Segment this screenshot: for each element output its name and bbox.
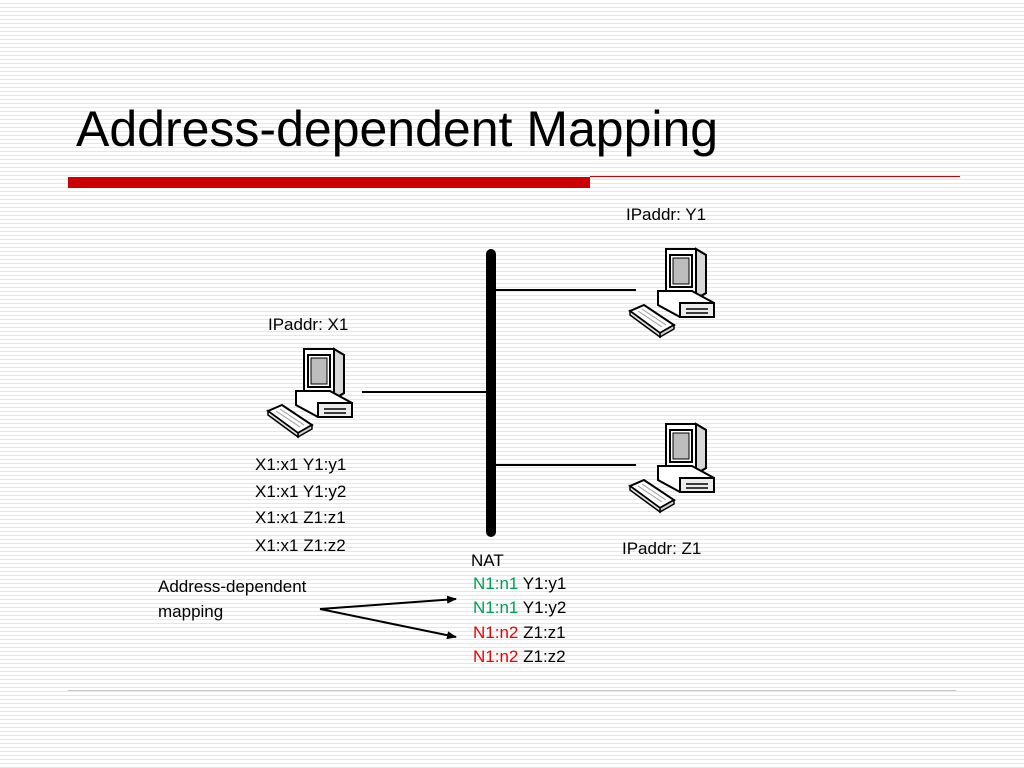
session-entry: X1:x1 Z1:z1 bbox=[255, 508, 346, 527]
nat-internal: N1:n2 bbox=[473, 647, 519, 666]
nat-mapping-row: N1:n1 Y1:y1 bbox=[473, 575, 566, 592]
slide-title: Address-dependent Mapping bbox=[76, 101, 719, 157]
nat-mapping-row: N1:n2 Z1:z1 bbox=[473, 624, 566, 641]
host-label-y1: IPaddr: Y1 bbox=[626, 205, 707, 224]
nat-external: Y1:y2 bbox=[522, 598, 567, 617]
host-label-x1: IPaddr: X1 bbox=[268, 315, 349, 334]
session-entry: X1:x1 Y1:y2 bbox=[255, 482, 347, 501]
nat-mapping-row: N1:n2 Z1:z2 bbox=[473, 648, 566, 665]
computer-y1-icon bbox=[629, 248, 715, 338]
computer-x1-icon bbox=[267, 348, 353, 438]
nat-external: Z1:z2 bbox=[523, 647, 566, 666]
computer-z1-icon bbox=[629, 423, 715, 513]
callout-line-2: mapping bbox=[158, 602, 224, 621]
footer-divider bbox=[68, 690, 956, 691]
nat-internal: N1:n1 bbox=[473, 574, 519, 593]
nat-internal: N1:n1 bbox=[473, 598, 519, 617]
nat-external: Y1:y1 bbox=[522, 574, 567, 593]
session-entry: X1:x1 Y1:y1 bbox=[255, 455, 347, 474]
nat-label: NAT bbox=[471, 551, 504, 570]
callout-line-1: Address-dependent bbox=[158, 577, 307, 596]
callout-arrow-lower bbox=[319, 608, 457, 640]
nat-internal: N1:n2 bbox=[473, 623, 519, 642]
title-underline-thin bbox=[590, 176, 960, 177]
nat-mapping-row: N1:n1 Y1:y2 bbox=[473, 599, 566, 616]
nat-external: Z1:z1 bbox=[523, 623, 566, 642]
title-underline bbox=[68, 177, 590, 188]
session-entry: X1:x1 Z1:z2 bbox=[255, 536, 346, 555]
host-label-z1: IPaddr: Z1 bbox=[622, 539, 702, 558]
callout-arrow-upper bbox=[319, 595, 457, 610]
